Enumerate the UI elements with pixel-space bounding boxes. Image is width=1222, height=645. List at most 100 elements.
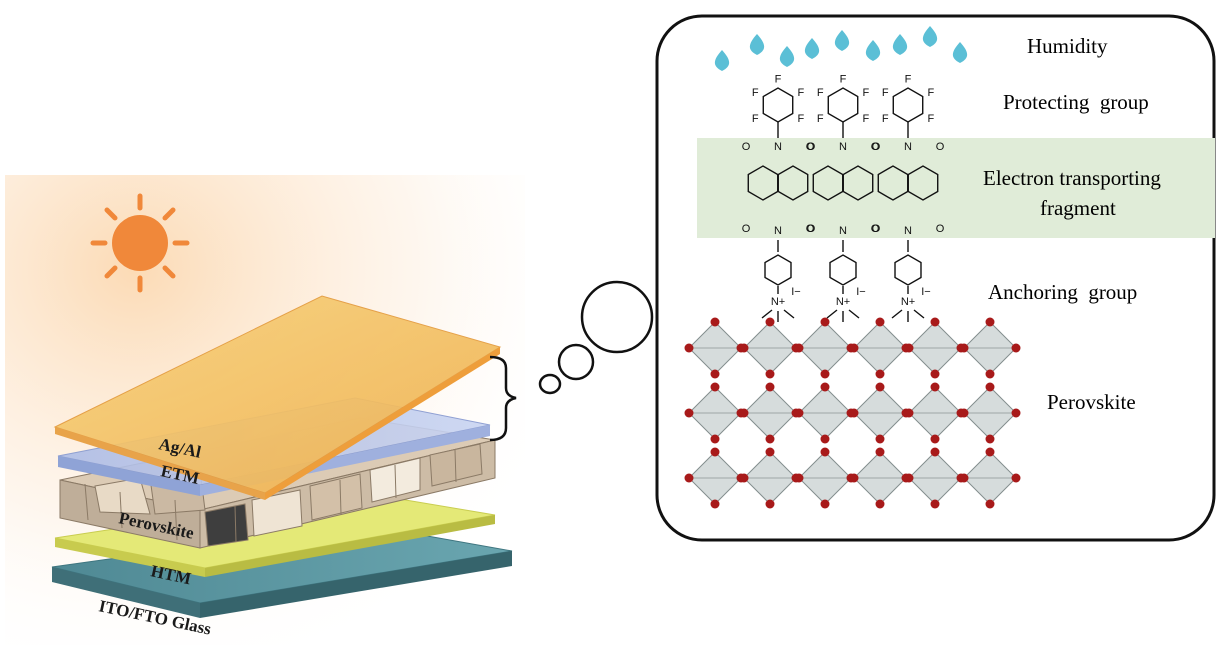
oxygen-atom: O <box>871 141 880 153</box>
halide-atom <box>710 447 720 457</box>
halide-atom <box>820 317 830 327</box>
oxygen-atom: O <box>871 223 880 235</box>
nitrogen-atom: N <box>839 225 847 237</box>
halide-atom <box>684 408 694 418</box>
electron-transport-highlight <box>697 138 1215 238</box>
benzene-ring <box>842 165 874 201</box>
halide-atom <box>820 369 830 379</box>
fluorine-atom: F <box>752 87 759 99</box>
thought-bubble-small <box>538 373 562 395</box>
iodide-ion: I− <box>921 286 930 298</box>
halide-atom <box>959 408 969 418</box>
nitrogen-atom: N <box>904 225 912 237</box>
halide-atom <box>930 369 940 379</box>
water-drop-icon <box>922 26 938 47</box>
thought-bubble-medium <box>557 343 595 381</box>
fluorine-atom: F <box>862 87 869 99</box>
halide-atom <box>1011 408 1021 418</box>
halide-atom <box>684 473 694 483</box>
humidity-label: Humidity <box>1027 34 1108 58</box>
fluorine-atom: F <box>817 113 824 125</box>
halide-atom <box>985 499 995 509</box>
halide-atom <box>849 408 859 418</box>
fluorine-atom: F <box>862 113 869 125</box>
halide-atom <box>904 343 914 353</box>
glass-layer <box>51 523 513 618</box>
halide-atom <box>875 499 885 509</box>
halide-atom <box>930 382 940 392</box>
bond <box>913 309 925 319</box>
halide-atom <box>710 317 720 327</box>
ammonium-atom: N+ <box>771 296 785 308</box>
water-drop-icon <box>865 40 881 61</box>
electron-transport-label-line1: Electron transporting <box>983 166 1161 190</box>
bond <box>761 309 773 319</box>
ag-al-layer <box>53 295 502 500</box>
halide-atom <box>820 434 830 444</box>
halide-atom <box>710 499 720 509</box>
oxygen-atom: O <box>806 141 815 153</box>
bond <box>891 309 903 319</box>
bond <box>826 309 838 319</box>
fluorine-atom: F <box>927 87 934 99</box>
water-droplets <box>714 26 968 71</box>
oxygen-atom: O <box>742 141 751 153</box>
bond <box>783 309 795 319</box>
halide-atom <box>765 382 775 392</box>
halide-atom <box>794 343 804 353</box>
fluorine-atom: F <box>905 74 912 86</box>
halide-atom <box>794 408 804 418</box>
oxygen-atom: O <box>872 141 881 153</box>
oxygen-atom: O <box>807 141 816 153</box>
halide-atom <box>875 317 885 327</box>
fluorine-atom: F <box>882 113 889 125</box>
water-drop-icon <box>892 34 908 55</box>
halide-atom <box>710 382 720 392</box>
halide-atom <box>930 447 940 457</box>
halide-atom <box>985 447 995 457</box>
ammonium-atom: N+ <box>901 296 915 308</box>
halide-atom <box>930 499 940 509</box>
water-drop-icon <box>749 34 765 55</box>
fluorine-atom: F <box>775 74 782 86</box>
iodide-ion: I− <box>791 286 800 298</box>
halide-atom <box>684 343 694 353</box>
benzene-ring <box>777 165 809 201</box>
halide-atom <box>875 382 885 392</box>
halide-atom <box>765 317 775 327</box>
halide-atom <box>765 369 775 379</box>
halide-atom <box>875 369 885 379</box>
oxygen-atom: O <box>807 223 816 235</box>
perovskite-panel-label: Perovskite <box>1047 390 1136 414</box>
iodide-ion: I− <box>856 286 865 298</box>
halide-atom <box>959 473 969 483</box>
halide-atom <box>849 473 859 483</box>
halide-atom <box>739 343 749 353</box>
halide-atom <box>1011 473 1021 483</box>
halide-atom <box>985 434 995 444</box>
water-drop-icon <box>714 50 730 71</box>
protecting-group-label: Protecting group <box>1003 90 1149 114</box>
halide-atom <box>904 473 914 483</box>
fluorine-atom: F <box>752 113 759 125</box>
oxygen-atom: O <box>872 223 881 235</box>
halide-atom <box>959 343 969 353</box>
oxygen-atom: O <box>936 223 945 235</box>
halide-atom <box>875 447 885 457</box>
fluorine-atom: F <box>882 87 889 99</box>
device-stack: Ag/Al ETM Perovskite HTM ITO/FTO Glass <box>5 175 525 645</box>
halide-atom <box>875 434 885 444</box>
fluorine-atom: F <box>927 113 934 125</box>
nitrogen-atom: N <box>904 141 912 153</box>
halide-atom <box>820 499 830 509</box>
fluorine-atom: F <box>840 74 847 86</box>
nitrogen-atom: N <box>774 141 782 153</box>
halide-atom <box>794 473 804 483</box>
nitrogen-atom: N <box>774 225 782 237</box>
halide-atom <box>739 408 749 418</box>
halide-atom <box>930 317 940 327</box>
